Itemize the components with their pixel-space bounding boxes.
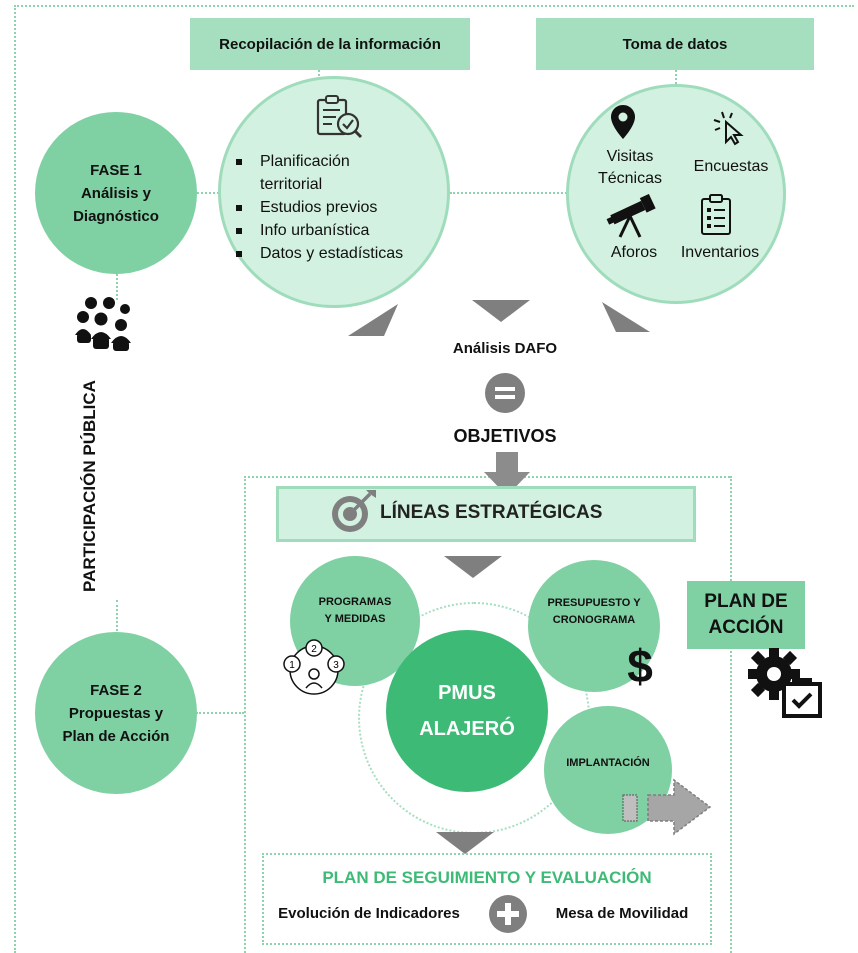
participacion-line-top	[116, 265, 118, 300]
fase2-title: FASE 2	[90, 681, 142, 699]
arrow-left-down-icon	[348, 304, 398, 336]
fase1-subtitle-2: Diagnóstico	[73, 207, 159, 225]
arrow-down-seguimiento-icon	[436, 832, 494, 854]
arrow-right-down-icon	[602, 302, 650, 332]
plan-accion-label-2: ACCIÓN	[708, 617, 784, 638]
connector-recop-toma	[450, 192, 570, 194]
list-item: Info urbanística	[234, 219, 403, 242]
presupuesto-label-2: CRONOGRAMA	[552, 614, 636, 626]
pmus-circle: PMUS ALAJERÓ	[386, 630, 548, 792]
lineas-estrategicas-label: LÍNEAS ESTRATÉGICAS	[380, 502, 603, 523]
fase1-title: FASE 1	[90, 161, 142, 179]
encuestas-label: Encuestas	[693, 158, 769, 175]
frame-top-line	[14, 5, 854, 7]
checklist-icon	[701, 194, 731, 235]
target-icon	[332, 490, 376, 532]
recopilacion-circle	[218, 76, 450, 308]
programas-circle: PROGRAMAS Y MEDIDAS	[290, 556, 420, 686]
group-people-icon	[75, 297, 131, 351]
fase1-circle: FASE 1 Análisis y Diagnóstico	[35, 112, 197, 274]
arrow-right-block-icon	[622, 778, 712, 836]
equals-icon	[485, 373, 525, 413]
seguimiento-box	[262, 853, 712, 945]
list-item-continuation: territorial	[260, 176, 323, 193]
fase1-subtitle-1: Análisis y	[80, 184, 152, 202]
visitas-label-1: Visitas	[606, 148, 654, 165]
recopilacion-list: Planificación territorial Estudios previ…	[234, 150, 403, 265]
plan-accion-box: PLAN DE ACCIÓN	[687, 581, 805, 649]
telescope-icon	[606, 194, 656, 238]
presupuesto-label-1: PRESUPUESTO Y	[547, 597, 641, 609]
fase2-circle: FASE 2 Propuestas y Plan de Acción	[35, 632, 197, 794]
cycle-number-2: 2	[311, 644, 317, 655]
document-check-icon	[316, 95, 363, 139]
visitas-label: Visitas Técnicas	[592, 146, 668, 190]
cursor-click-icon	[713, 111, 744, 146]
list-item: Planificación	[234, 150, 403, 173]
objetivos-label: OBJETIVOS	[453, 426, 557, 446]
evolucion-indicadores-label: Evolución de Indicadores	[278, 905, 460, 922]
arrow-down-lineas-icon	[444, 556, 502, 578]
list-item: Estudios previos	[234, 196, 403, 219]
presupuesto-circle: PRESUPUESTO Y CRONOGRAMA	[528, 560, 660, 692]
dollar-icon: $	[627, 640, 653, 692]
aforos-label: Aforos	[610, 244, 658, 261]
gear-checklist-icon	[748, 648, 822, 718]
inventarios-label: Inventarios	[680, 244, 760, 261]
frame-left-line	[14, 5, 16, 953]
toma-datos-header-label: Toma de datos	[622, 35, 728, 53]
inner-frame-right	[730, 476, 732, 953]
participacion-publica-text: PARTICIPACIÓN PÚBLICA	[80, 380, 99, 592]
participacion-line-bottom	[116, 600, 118, 635]
list-item: Datos y estadísticas	[234, 242, 403, 265]
cycle-number-1: 1	[289, 660, 295, 671]
plus-icon	[489, 895, 527, 933]
map-pin-icon	[611, 105, 635, 139]
analisis-dafo-label: Análisis DAFO	[452, 340, 558, 357]
pmus-label-1: PMUS	[438, 682, 496, 704]
recopilacion-header: Recopilación de la información	[190, 18, 470, 70]
fase2-subtitle-1: Propuestas y	[68, 704, 164, 722]
inner-frame-left	[244, 476, 246, 953]
cycle-steps-icon: 2 1 3	[283, 639, 345, 695]
toma-datos-circle	[566, 84, 786, 304]
visitas-label-2: Técnicas	[597, 170, 663, 187]
programas-label-1: PROGRAMAS	[318, 596, 392, 608]
arrow-down-block-icon	[484, 452, 530, 496]
programas-label-2: Y MEDIDAS	[324, 613, 386, 625]
pmus-label-2: ALAJERÓ	[419, 718, 515, 740]
plan-accion-label-1: PLAN DE	[704, 591, 788, 612]
inner-frame-top	[244, 476, 730, 478]
arrow-down-icon	[472, 300, 530, 322]
recopilacion-header-label: Recopilación de la información	[219, 35, 441, 53]
mesa-movilidad-label: Mesa de Movilidad	[555, 905, 689, 922]
fase2-subtitle-2: Plan de Acción	[62, 727, 170, 745]
implantacion-label: IMPLANTACIÓN	[566, 757, 650, 769]
connector-fase1	[190, 192, 230, 194]
connector-fase2	[196, 712, 244, 714]
seguimiento-title: PLAN DE SEGUIMIENTO Y EVALUACIÓN	[322, 868, 652, 887]
toma-datos-header: Toma de datos	[536, 18, 814, 70]
cycle-number-3: 3	[333, 660, 339, 671]
